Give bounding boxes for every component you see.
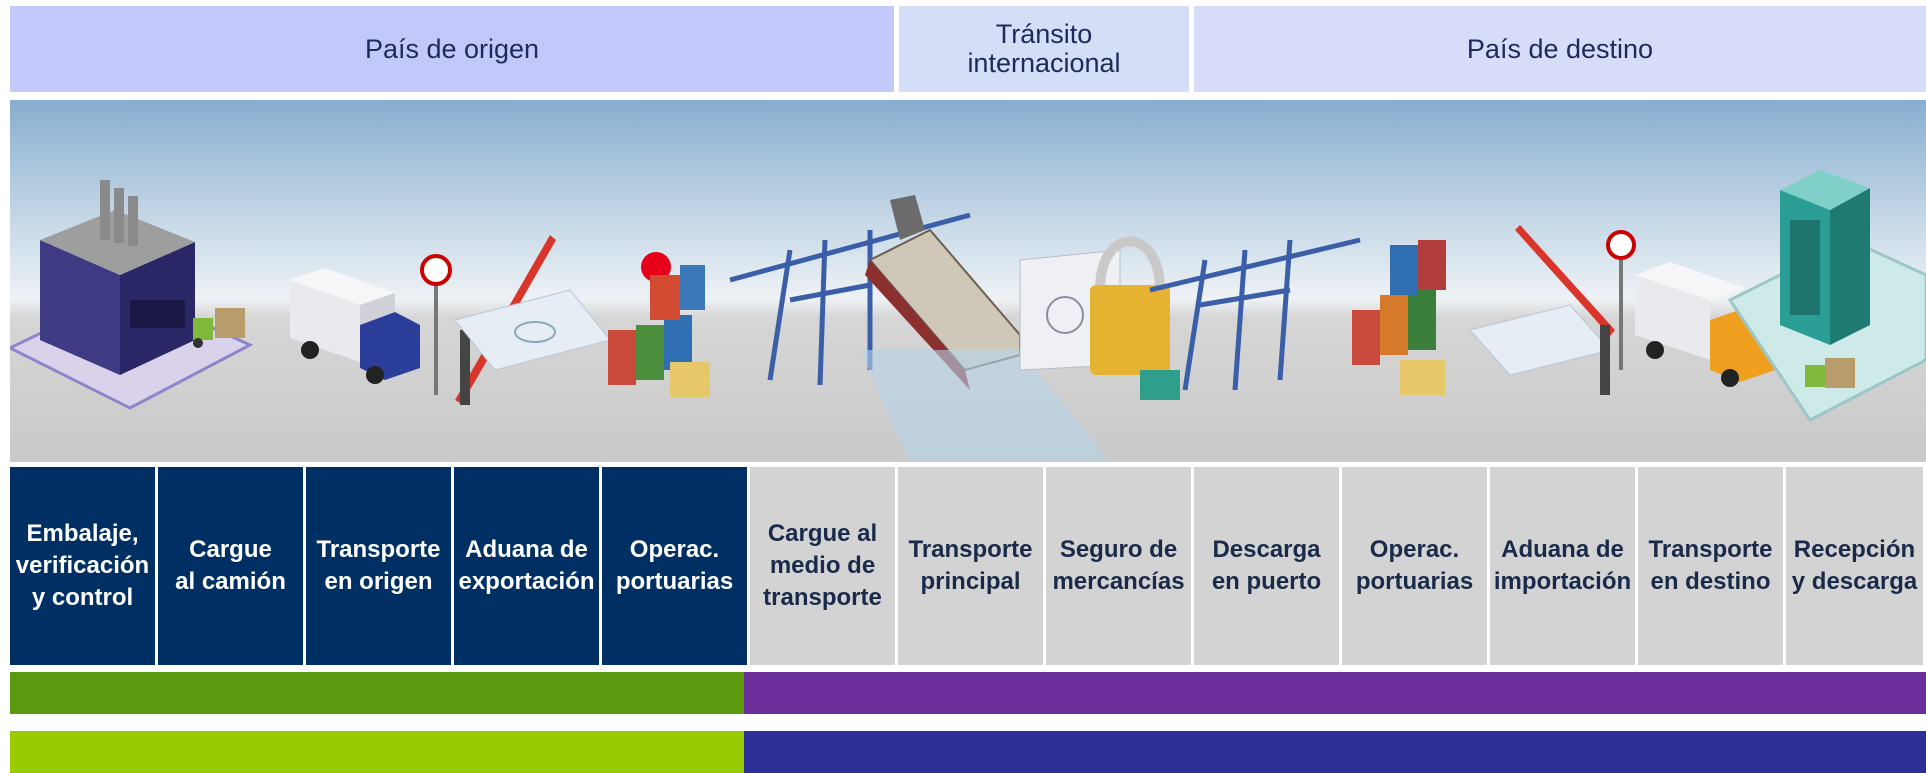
stage-5: Cargue al medio de transporte [750, 467, 898, 665]
stage-label: Seguro de mercancías [1052, 536, 1185, 595]
timeline-bar-row2-right [744, 731, 1926, 773]
stage-label: Descarga en puerto [1211, 536, 1322, 595]
stage-2: Transporte en origen [306, 467, 454, 665]
stage-9: Operac. portuarias [1342, 467, 1490, 665]
speed-sign-icon [1606, 230, 1636, 370]
process-stages: Embalaje, verificación y control Cargue a… [10, 467, 1926, 665]
region-destination: País de destino [1194, 6, 1926, 92]
map-document-icon [454, 289, 611, 371]
logistics-illustration [10, 100, 1926, 462]
stage-label: Operac. portuarias [1355, 536, 1474, 595]
office-building-icon [1727, 170, 1926, 422]
forklift-icon [193, 308, 245, 348]
stage-label: Transporte en origen [316, 536, 441, 595]
port-crane-icon [1149, 237, 1361, 391]
speed-sign-icon [420, 254, 452, 395]
stage-11: Transporte en destino [1638, 467, 1786, 665]
timeline-bar-row1-right [744, 672, 1926, 714]
stage-label: Embalaje, verificación y control [15, 520, 150, 611]
stage-label: Transporte principal [908, 536, 1033, 595]
stage-1: Cargue al camión [158, 467, 306, 665]
stage-label: Cargue al medio de transporte [763, 520, 882, 611]
stage-label: Recepción y descarga [1791, 536, 1918, 595]
region-transit: Tránsito internacional [899, 6, 1189, 92]
padlock-certificate-icon [1019, 236, 1180, 400]
red-marker-icon [641, 252, 671, 282]
factory-icon [10, 180, 254, 410]
region-transit-label: Tránsito internacional [967, 19, 1121, 78]
region-destination-label: País de destino [1466, 33, 1654, 64]
stage-10: Aduana de importación [1490, 467, 1638, 665]
stage-label: Operac. portuarias [615, 536, 734, 595]
stage-label: Aduana de importación [1493, 536, 1632, 595]
containers-icon [608, 265, 710, 397]
stage-7: Seguro de mercancías [1046, 467, 1194, 665]
stage-6: Transporte principal [898, 467, 1046, 665]
stage-3: Aduana de exportación [454, 467, 602, 665]
forklift-icon [1805, 358, 1855, 388]
stage-4: Operac. portuarias [602, 467, 750, 665]
barrier-gate-icon [1515, 225, 1615, 395]
region-origin: País de origen [10, 6, 894, 92]
truck-icon [290, 268, 420, 384]
cargo-ship-icon [860, 195, 1110, 462]
stage-8: Descarga en puerto [1194, 467, 1342, 665]
stage-12: Recepción y descarga [1786, 467, 1926, 665]
containers-icon [1352, 240, 1446, 395]
stage-0: Embalaje, verificación y control [10, 467, 158, 665]
stage-label: Transporte en destino [1648, 536, 1773, 595]
timeline-bar-row1-left [10, 672, 744, 714]
stage-label: Aduana de exportación [458, 536, 595, 595]
region-origin-label: País de origen [364, 33, 540, 64]
timeline-bar-row2-left [10, 731, 744, 773]
port-crane-icon [729, 212, 971, 386]
stage-label: Cargue al camión [175, 536, 286, 595]
